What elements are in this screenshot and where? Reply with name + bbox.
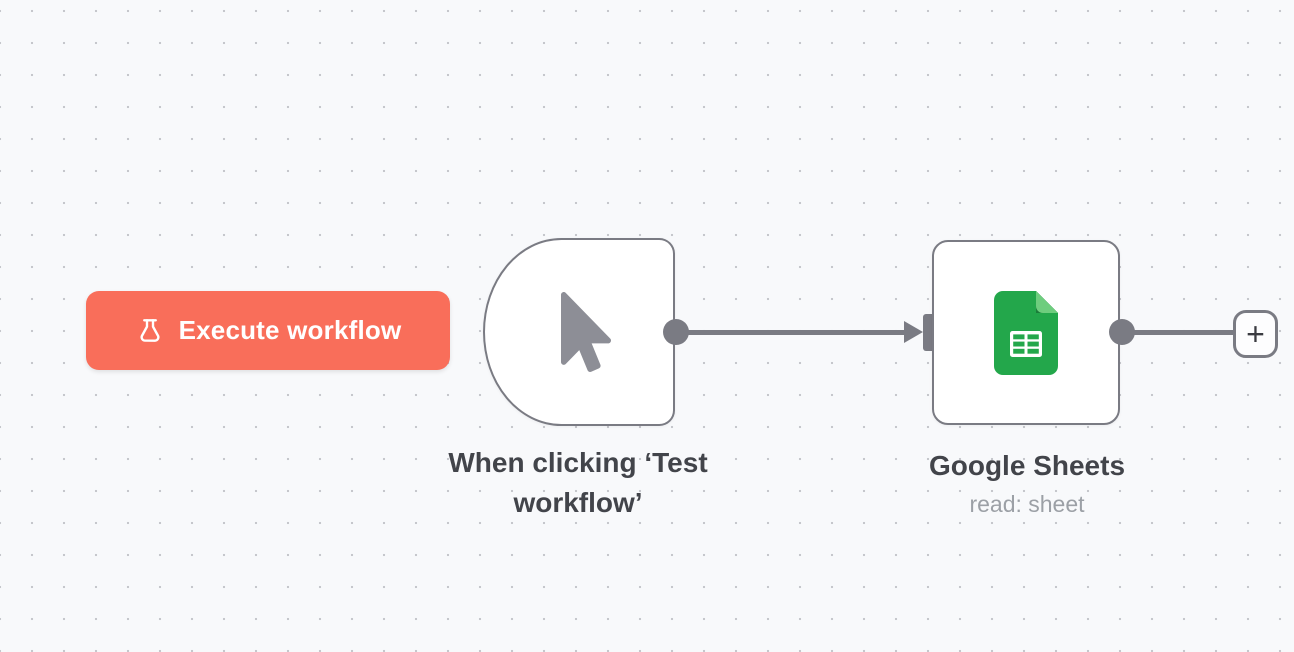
connection-trigger-to-sheets[interactable] (678, 330, 906, 335)
node-label-google-sheets: Google Sheets (928, 450, 1126, 481)
mouse-cursor-icon (561, 292, 611, 372)
google-sheets-icon (994, 290, 1058, 375)
add-node-button[interactable]: + (1233, 310, 1278, 358)
connection-arrowhead-icon (904, 321, 923, 343)
execute-workflow-button[interactable]: Execute workflow (86, 291, 450, 370)
node-google-sheets[interactable] (932, 240, 1120, 425)
node-label-manual-trigger: When clicking ‘Test workflow’ (448, 447, 708, 518)
node-manual-trigger[interactable] (483, 238, 675, 426)
connection-sheets-to-add[interactable] (1122, 330, 1234, 335)
flask-icon (140, 318, 160, 342)
plus-icon: + (1246, 316, 1265, 352)
execute-workflow-label: Execute workflow (178, 315, 402, 345)
node-sublabel-google-sheets: read: sheet (969, 491, 1085, 517)
